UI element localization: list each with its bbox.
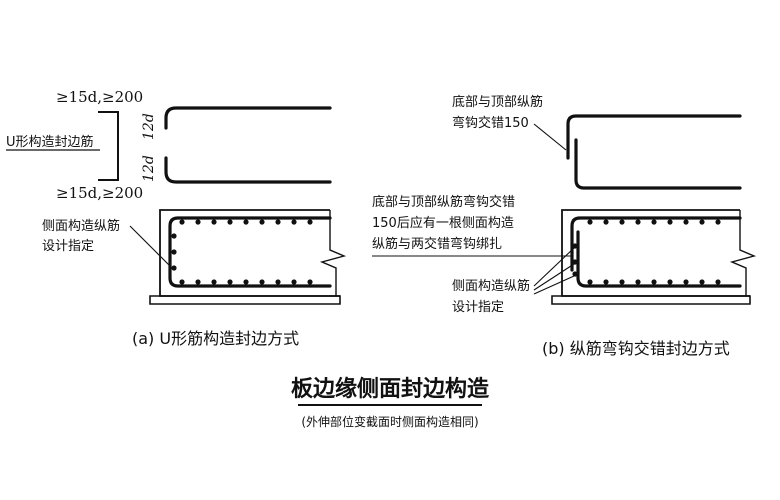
top-rebar-dots: [179, 219, 313, 225]
slab-break-line-b: [729, 210, 757, 296]
side-rebar-dots-b: [572, 243, 578, 277]
dim-top-label: ≥15d,≥200: [56, 88, 143, 106]
lap-bottom-label: 12d: [141, 155, 157, 182]
bottom-rebar-dots-b: [587, 279, 721, 285]
u-bar-bottom-half: [164, 156, 332, 184]
detail-a: ≥15d,≥200 ≥15d,≥200 U形构造封边筋 12d 12d: [6, 88, 347, 348]
hook-note-line2: 弯钩交错150: [452, 115, 529, 131]
side-bar-leader-a: [129, 225, 173, 269]
side-bar-leader-b1: [533, 247, 575, 287]
u-bar-section: [168, 216, 332, 288]
hook-note-line1: 底部与顶部纵筋: [452, 94, 543, 110]
side-bar-leader-b2: [533, 263, 575, 291]
u-bar-label: U形构造封边筋: [6, 134, 94, 150]
caption-b: (b) 纵筋弯钩交错封边方式: [542, 339, 730, 358]
slab-section-outline: [159, 209, 340, 297]
slab-break-line: [319, 210, 347, 296]
hook-note-leader: [533, 123, 567, 151]
side-bar-leader-b3: [533, 275, 575, 295]
lap-top-label: 12d: [141, 113, 157, 140]
detail-b: 底部与顶部纵筋 弯钩交错150 底部与顶部纵筋弯钩交错 150后应有一根侧面构造…: [372, 94, 757, 358]
subtitle: (外伸部位变截面时侧面构造相同): [301, 414, 478, 429]
top-bar-hook-section: [570, 216, 742, 272]
mid-note-line1: 底部与顶部纵筋弯钩交错: [372, 194, 515, 210]
mid-note-line2: 150后应有一根侧面构造: [372, 215, 514, 231]
main-title: 板边缘侧面封边构造: [291, 376, 489, 402]
slab-base-ledge: [149, 295, 341, 305]
side-bar-spec-b: 设计指定: [452, 300, 504, 315]
bottom-bar-with-hook: [574, 138, 742, 190]
side-bar-label-b: 侧面构造纵筋: [452, 278, 530, 294]
mid-note-line3: 纵筋与两交错弯钩绑扎: [372, 236, 502, 252]
caption-a: (a) U形筋构造封边方式: [132, 329, 299, 348]
side-bar-label-a: 侧面构造纵筋: [42, 218, 120, 234]
side-rebar-dots: [171, 233, 177, 271]
dim-bracket: [98, 111, 119, 181]
slab-base-ledge-b: [551, 295, 751, 305]
side-bar-spec-a: 设计指定: [42, 239, 94, 254]
top-bar-with-hook: [566, 114, 742, 160]
bottom-bar-hook-section: [576, 230, 742, 288]
bottom-rebar-dots: [179, 279, 313, 285]
dim-bottom-label: ≥15d,≥200: [56, 184, 143, 202]
u-bar-top-half: [164, 106, 332, 130]
top-rebar-dots-b: [587, 219, 721, 225]
